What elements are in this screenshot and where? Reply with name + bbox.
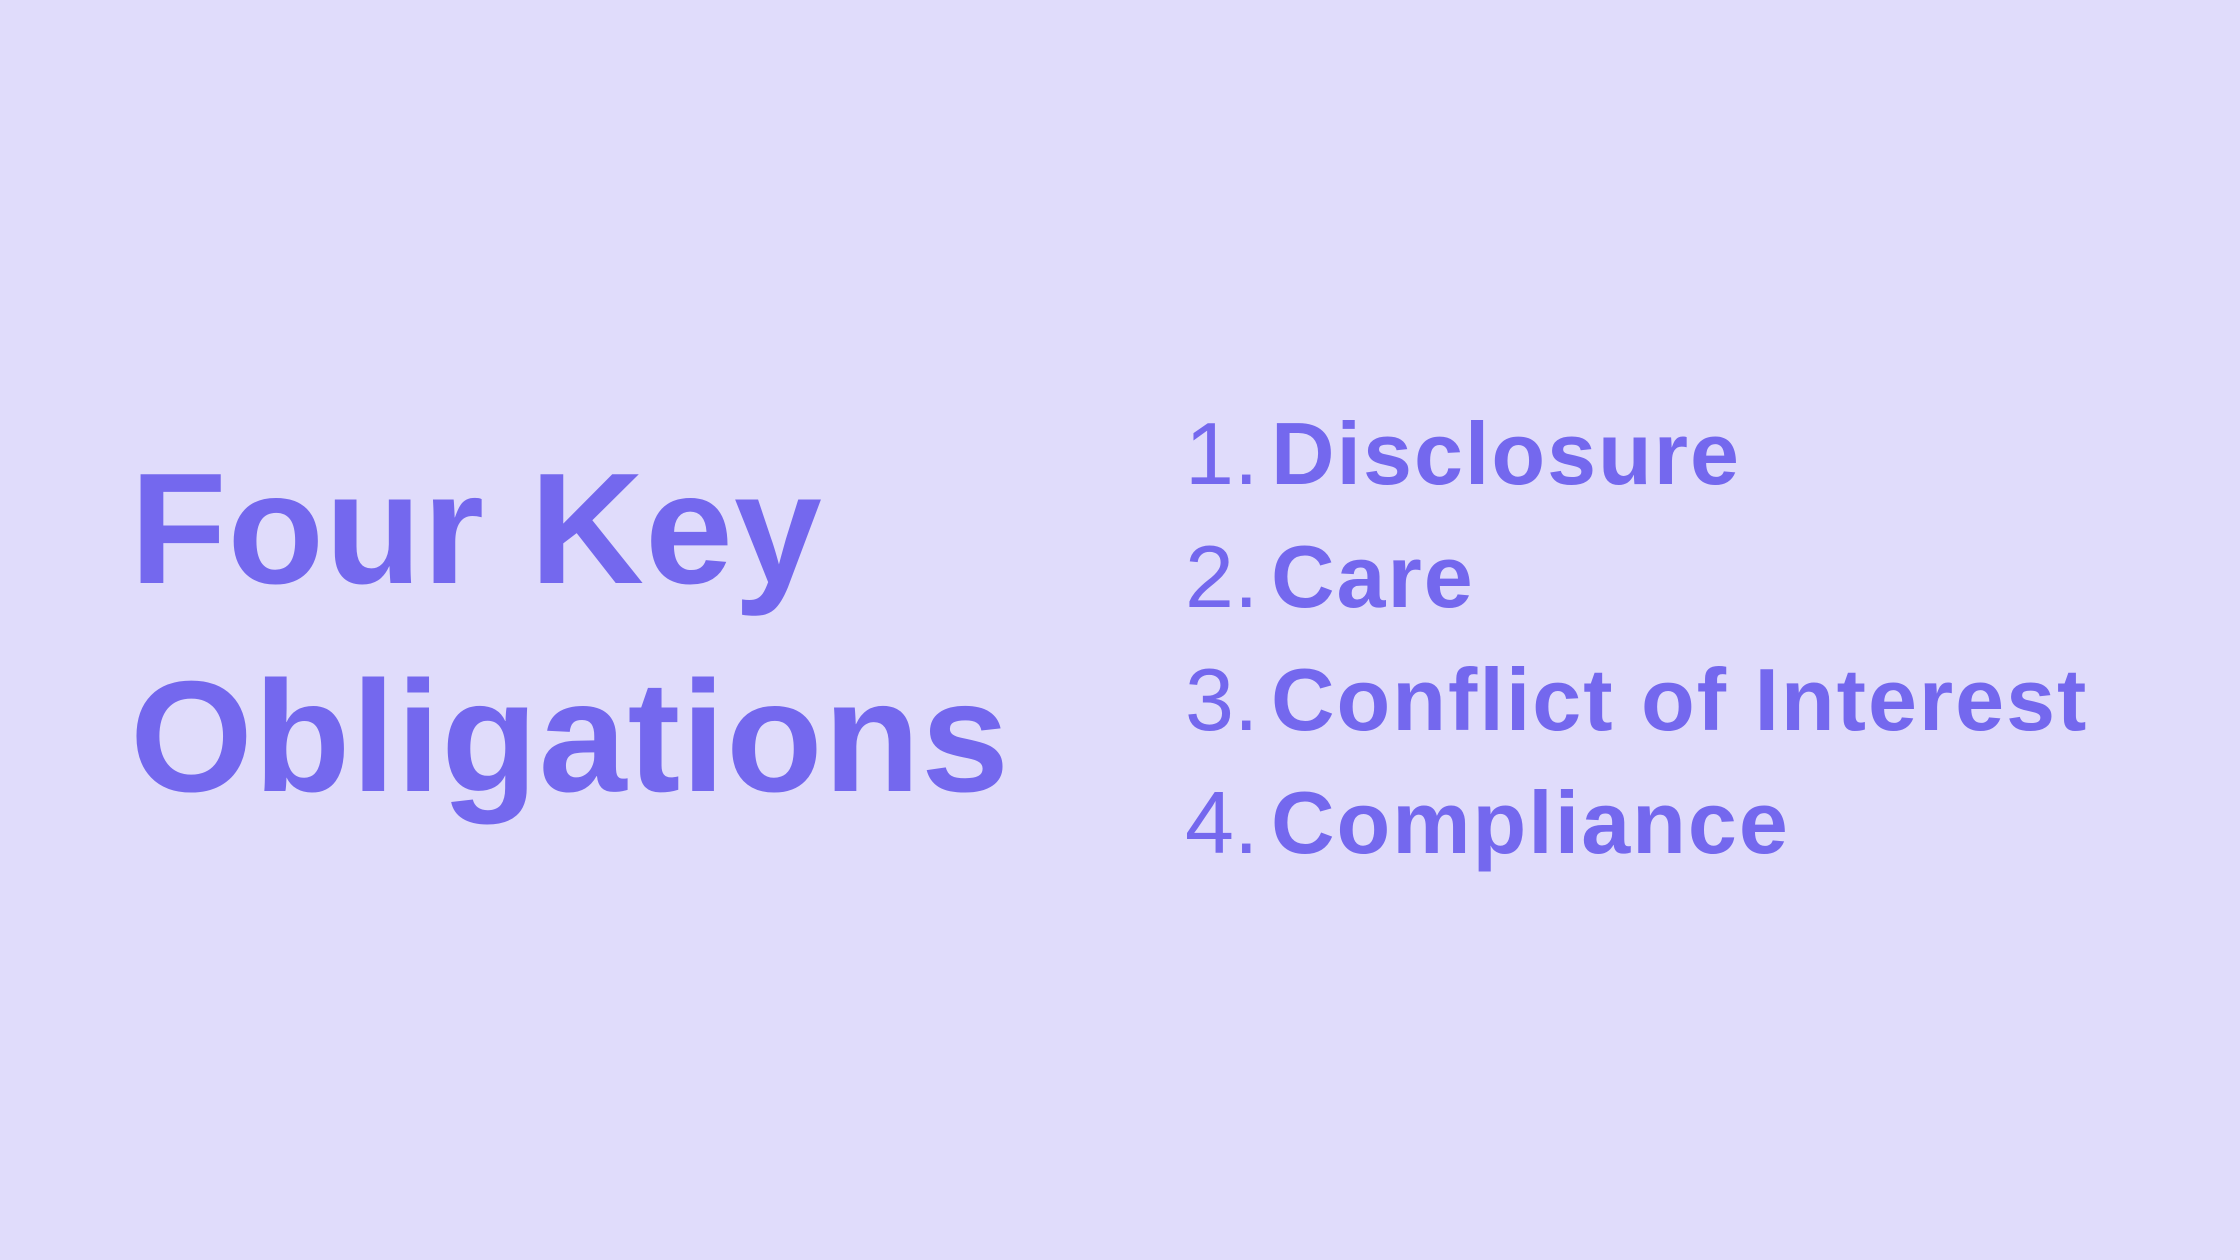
obligations-list: 1. Disclosure 2. Care 3. Conflict of Int… bbox=[1185, 392, 2088, 884]
list-item-care: 2. Care bbox=[1185, 515, 2088, 638]
slide-title: Four Key Obligations bbox=[130, 425, 1110, 841]
title-line-2: Obligations bbox=[130, 649, 1010, 825]
list-item-label: Compliance bbox=[1271, 773, 1790, 872]
list-item-number: 2. bbox=[1185, 527, 1259, 626]
list-item-label: Care bbox=[1271, 527, 1475, 626]
list-item-number: 1. bbox=[1185, 404, 1259, 503]
list-item-label: Disclosure bbox=[1271, 404, 1741, 503]
list-item-number: 4. bbox=[1185, 773, 1259, 872]
list-item-conflict-of-interest: 3. Conflict of Interest bbox=[1185, 638, 2088, 761]
list-item-number: 3. bbox=[1185, 650, 1259, 749]
list-item-compliance: 4. Compliance bbox=[1185, 761, 2088, 884]
list-item-label: Conflict of Interest bbox=[1271, 650, 2089, 749]
title-line-1: Four Key bbox=[130, 441, 823, 617]
list-item-disclosure: 1. Disclosure bbox=[1185, 392, 2088, 515]
